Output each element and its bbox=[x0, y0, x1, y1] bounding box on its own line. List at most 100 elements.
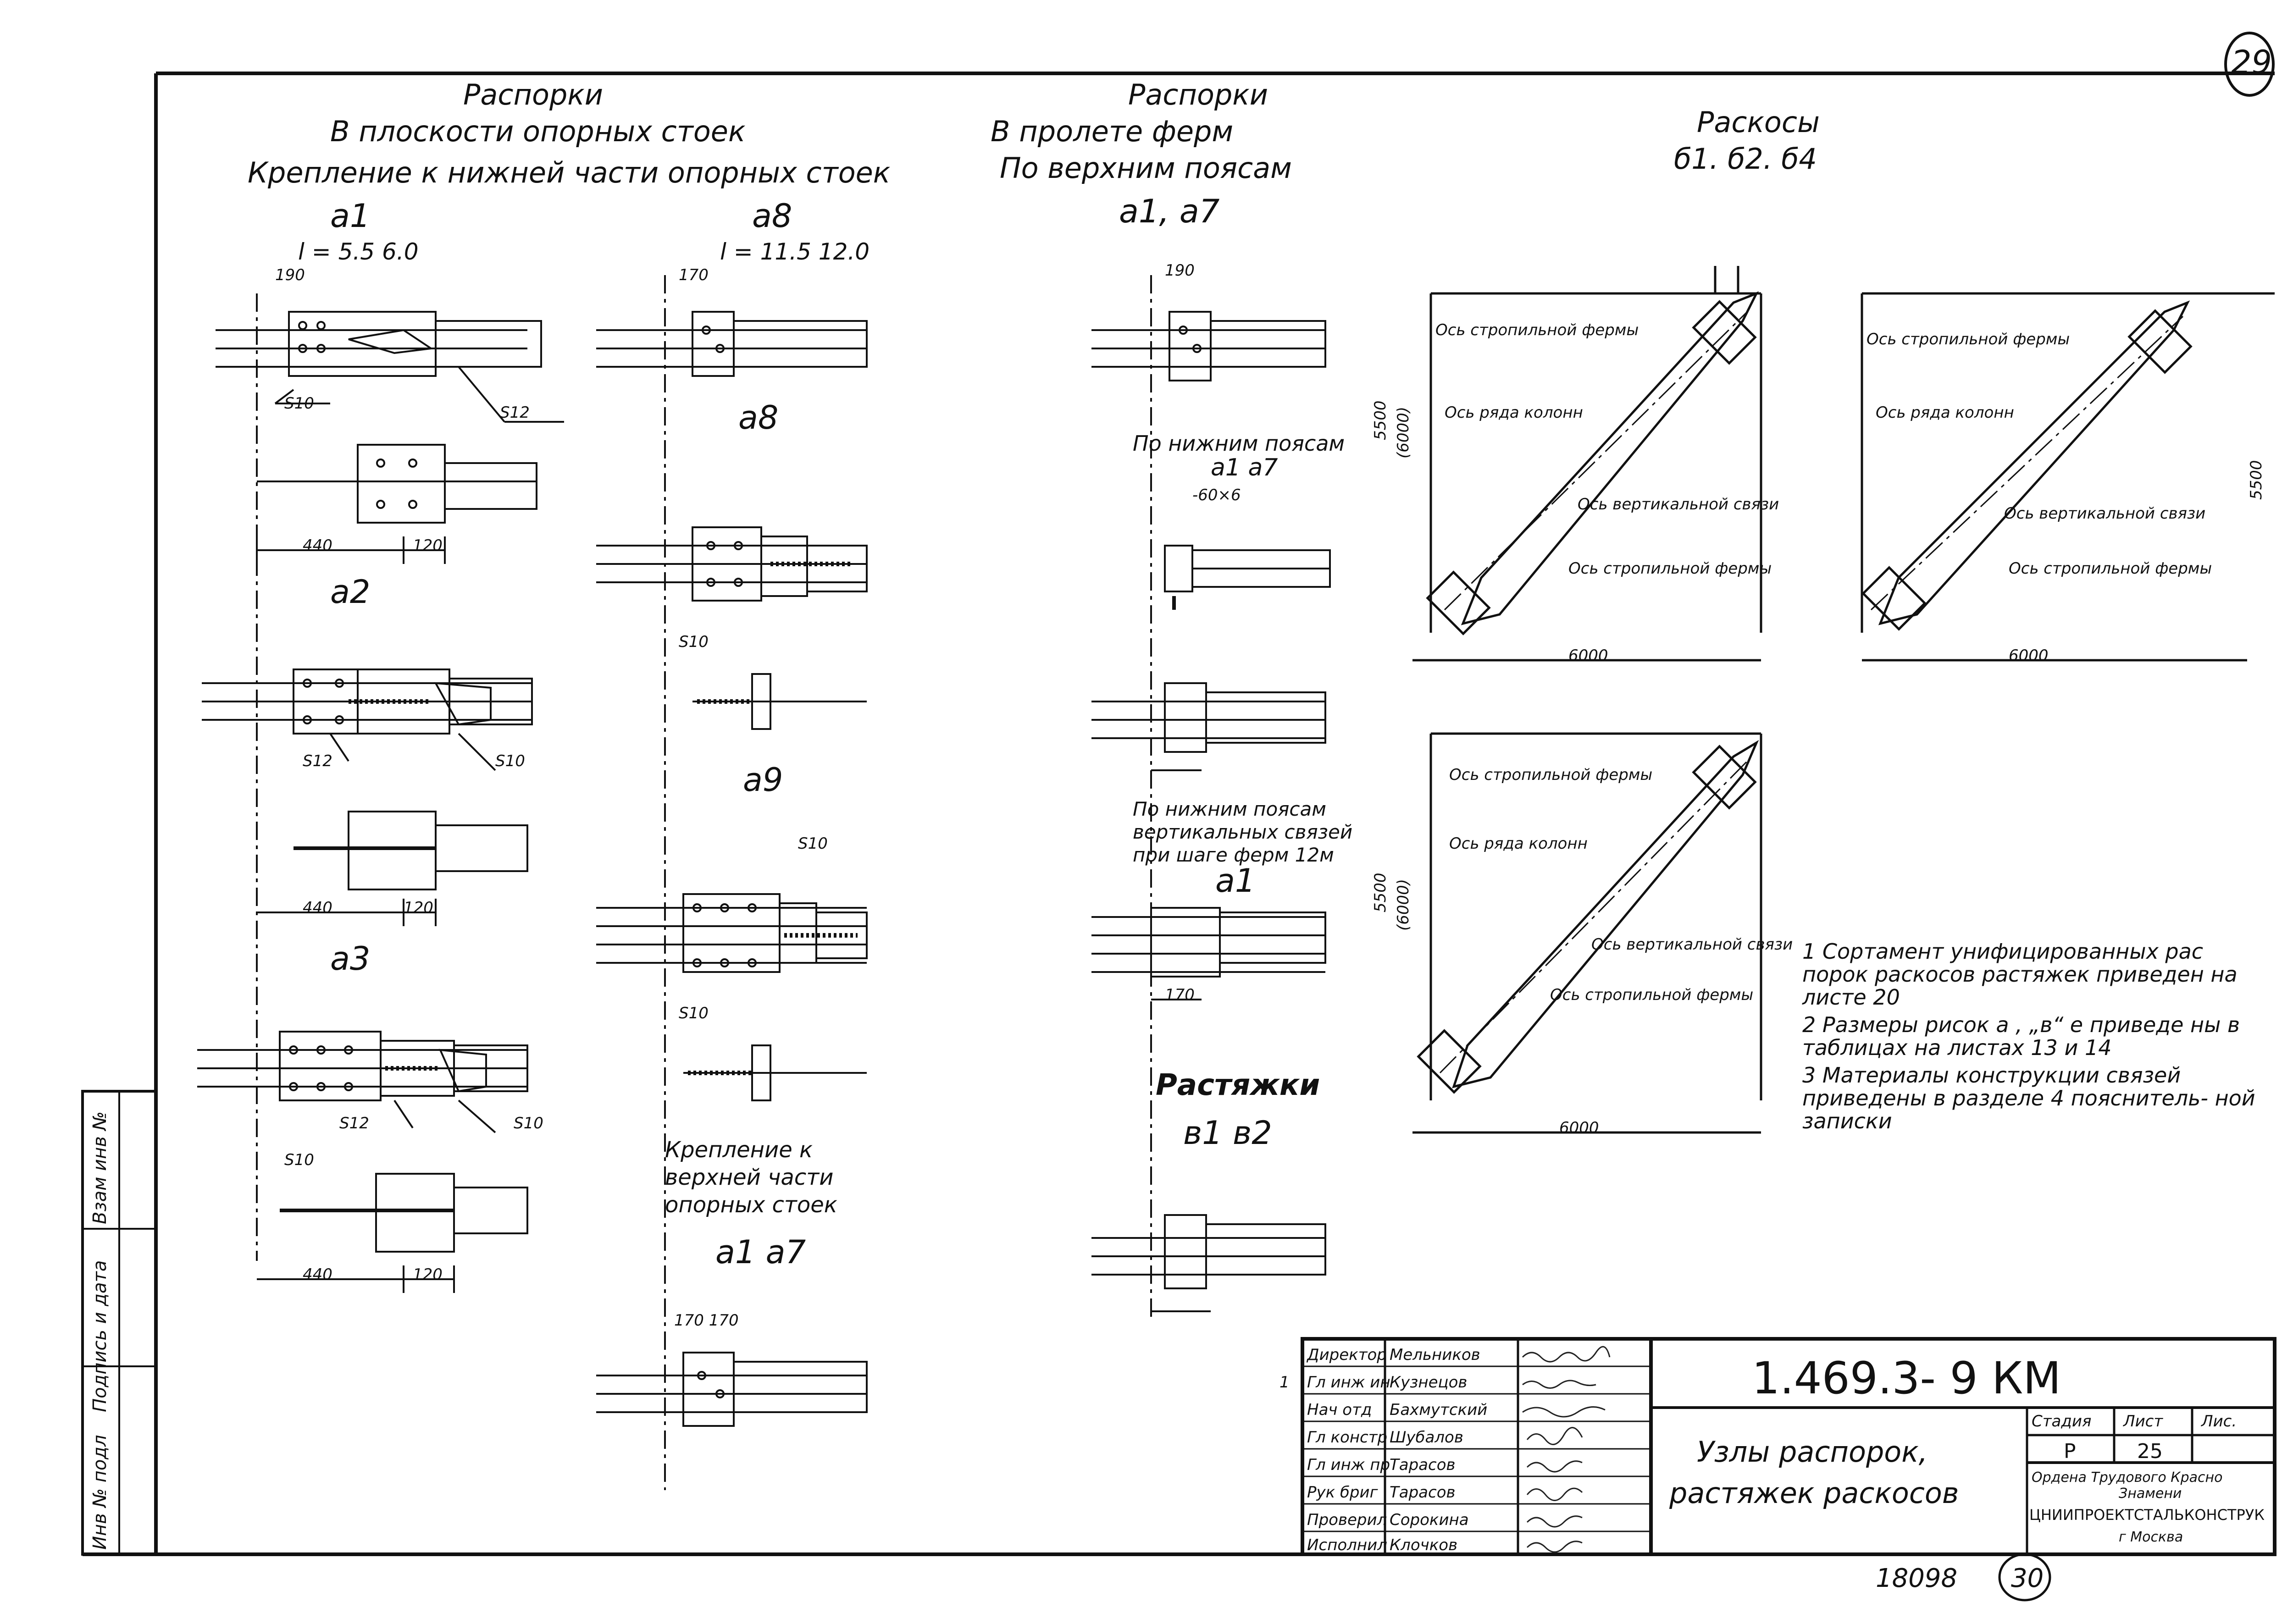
tb-org-line1: Ордена Трудового Красно bbox=[2032, 1469, 2223, 1486]
tb-name-0: Мельников bbox=[1390, 1346, 1480, 1364]
struts-plane-title-2: В плоскости опорных стоек bbox=[330, 115, 746, 148]
tb-sheet-label: Лист bbox=[2123, 1412, 2163, 1431]
page-number: 30 bbox=[2011, 1563, 2044, 1593]
lower-chord-label: По нижним поясам bbox=[1133, 431, 1345, 456]
vertical-chord-line1: По нижним поясам bbox=[1133, 798, 1326, 820]
label-s12-a3: S12 bbox=[339, 1114, 369, 1132]
label-s10-a3: S10 bbox=[514, 1114, 543, 1132]
mark-a8-second: а8 bbox=[738, 399, 779, 436]
struts-span-marks: а1, а7 bbox=[1119, 193, 1220, 230]
tb-name-6: Сорокина bbox=[1390, 1511, 1469, 1529]
mark-a3: а3 bbox=[330, 940, 371, 978]
struts-plane-title-1: Распорки bbox=[463, 78, 604, 111]
brace1-truss-axis-2: Ось стропильной фермы bbox=[1568, 559, 1772, 578]
note-3: 3 Материалы конструкции связей приведены… bbox=[1802, 1063, 2255, 1133]
upper-mount-line2: верхней части bbox=[665, 1165, 834, 1190]
brace3-column-axis: Ось ряда колонн bbox=[1449, 834, 1588, 853]
brace3-truss-axis: Ось стропильной фермы bbox=[1449, 766, 1653, 784]
tb-name-7: Клочков bbox=[1390, 1536, 1458, 1554]
drawing-title-line2: растяжек раскосов bbox=[1669, 1476, 1959, 1510]
tb-role-2: Нач отд bbox=[1307, 1401, 1372, 1419]
tb-role-5: Рук бриг bbox=[1307, 1483, 1378, 1502]
tb-org-line4: г Москва bbox=[2119, 1529, 2183, 1545]
brace1-dim-6000: 6000 bbox=[1568, 646, 1608, 665]
brace1-column-axis: Ось ряда колонн bbox=[1445, 403, 1583, 422]
upper-mount-line1: Крепление к bbox=[665, 1137, 813, 1163]
dim-120-a1: 120 bbox=[413, 536, 443, 555]
tb-stage-label: Стадия bbox=[2032, 1412, 2092, 1431]
struts-span-title-2: В пролете ферм bbox=[991, 115, 1234, 148]
tb-sheet-value: 25 bbox=[2137, 1440, 2163, 1463]
dim-120-a2: 120 bbox=[404, 899, 433, 917]
braces-marks: б1. б2. б4 bbox=[1674, 142, 1817, 176]
label-s10-a1: S10 bbox=[284, 394, 314, 413]
brace3-dim-6000: 6000 bbox=[1559, 1119, 1599, 1137]
corner-sheet-number: 29 bbox=[2231, 44, 2272, 81]
brace2-truss-axis-2: Ось стропильной фермы bbox=[2009, 559, 2212, 578]
vertical-chord-mark: а1 bbox=[1215, 862, 1256, 900]
tb-role-1: Гл инж ин bbox=[1307, 1373, 1390, 1392]
tb-role-6: Проверил bbox=[1307, 1511, 1387, 1529]
label-s10-a9-plan: S10 bbox=[679, 1004, 709, 1022]
tb-role-4: Гл инж пр bbox=[1307, 1456, 1390, 1474]
tb-name-2: Бахмутский bbox=[1390, 1401, 1488, 1419]
vertical-chord-line3: при шаге ферм 12м bbox=[1133, 844, 1334, 866]
mark-a2: а2 bbox=[330, 573, 371, 611]
tb-name-4: Тарасов bbox=[1390, 1456, 1456, 1474]
upper-mount-line3: опорных стоек bbox=[665, 1192, 837, 1218]
braces-title: Раскосы bbox=[1697, 105, 1820, 139]
tb-rev-mark: 1 bbox=[1279, 1373, 1290, 1392]
label-s12-a1: S12 bbox=[500, 403, 530, 422]
lower-chord-marks: а1 а7 bbox=[1211, 454, 1278, 481]
label-s10-a9: S10 bbox=[798, 834, 828, 853]
label-s12-a2: S12 bbox=[303, 752, 332, 770]
mark-a8: а8 bbox=[752, 197, 792, 235]
brace3-vertical-axis: Ось вертикальной связи bbox=[1591, 935, 1793, 954]
dim-120-a3: 120 bbox=[413, 1265, 443, 1284]
tb-org-line3: ЦНИИПРОЕКТСТАЛЬКОНСТРУК bbox=[2029, 1506, 2265, 1524]
tb-sheets-label: Лис. bbox=[2201, 1412, 2237, 1431]
document-code: 1.469.3- 9 КМ bbox=[1752, 1353, 2061, 1404]
brace1-truss-axis: Ось стропильной фермы bbox=[1435, 321, 1639, 339]
tb-org-line2: Знамени bbox=[2119, 1486, 2182, 1502]
lower-chord-plate: -60×6 bbox=[1192, 486, 1241, 504]
tb-role-3: Гл констр bbox=[1307, 1428, 1388, 1447]
mark-a9: а9 bbox=[743, 761, 783, 799]
vertical-chord-line2: вертикальных связей bbox=[1133, 821, 1353, 843]
label-s10-a3-plan: S10 bbox=[284, 1151, 314, 1169]
tb-role-0: Директор bbox=[1307, 1346, 1387, 1364]
ties-marks: в1 в2 bbox=[1183, 1114, 1272, 1152]
dim-440-a3: 440 bbox=[303, 1265, 332, 1284]
brace2-dim-6000: 6000 bbox=[2009, 646, 2049, 665]
tb-role-7: Исполнил bbox=[1307, 1536, 1387, 1554]
mark-a1: а1 bbox=[330, 197, 371, 235]
brace2-vertical-axis: Ось вертикальной связи bbox=[2004, 504, 2206, 523]
archive-number: 18098 bbox=[1876, 1563, 1958, 1593]
dim-440-a2: 440 bbox=[303, 899, 332, 917]
brace3-truss-axis-2: Ось стропильной фермы bbox=[1550, 986, 1754, 1004]
mark-a8-length: l = 11.5 12.0 bbox=[720, 238, 870, 265]
dim-170-span: 170 bbox=[1165, 986, 1195, 1004]
dim-440-a1: 440 bbox=[303, 536, 332, 555]
dim-170-170: 170 170 bbox=[674, 1311, 739, 1330]
ties-title: Растяжки bbox=[1156, 1068, 1320, 1102]
label-s10-a8-plan: S10 bbox=[679, 633, 709, 651]
dim-190-span: 190 bbox=[1165, 261, 1195, 280]
brace2-column-axis: Ось ряда колонн bbox=[1876, 403, 2014, 422]
label-s10-a2: S10 bbox=[495, 752, 525, 770]
struts-span-title-1: Распорки bbox=[1128, 78, 1268, 111]
struts-span-subtitle: По верхним поясам bbox=[1000, 151, 1292, 185]
tb-name-3: Шубалов bbox=[1390, 1428, 1463, 1447]
drawing-title-line1: Узлы распорок, bbox=[1697, 1435, 1928, 1469]
brace1-vertical-axis: Ось вертикальной связи bbox=[1578, 495, 1779, 514]
mark-a1-length: l = 5.5 6.0 bbox=[298, 238, 419, 265]
dim-170-a8: 170 bbox=[679, 266, 709, 284]
brace2-truss-axis: Ось стропильной фермы bbox=[1867, 330, 2070, 348]
note-1: 1 Сортамент унифицированных рас порок ра… bbox=[1802, 939, 2238, 1010]
tb-name-5: Тарасов bbox=[1390, 1483, 1456, 1502]
tb-stage-value: Р bbox=[2064, 1440, 2076, 1463]
dim-190-a1: 190 bbox=[275, 266, 305, 284]
